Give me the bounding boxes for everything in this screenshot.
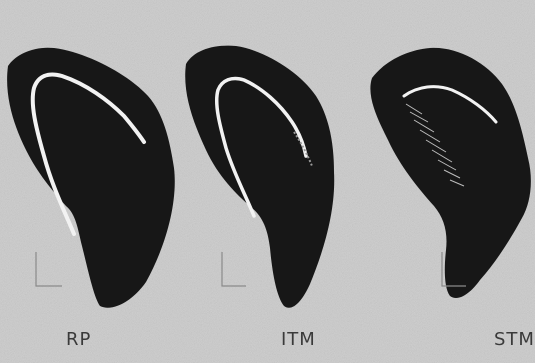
panel-label-stm: STM [494, 330, 535, 350]
panel-label-rp: RP [66, 330, 91, 350]
panel-label-itm: ITM [281, 330, 316, 350]
